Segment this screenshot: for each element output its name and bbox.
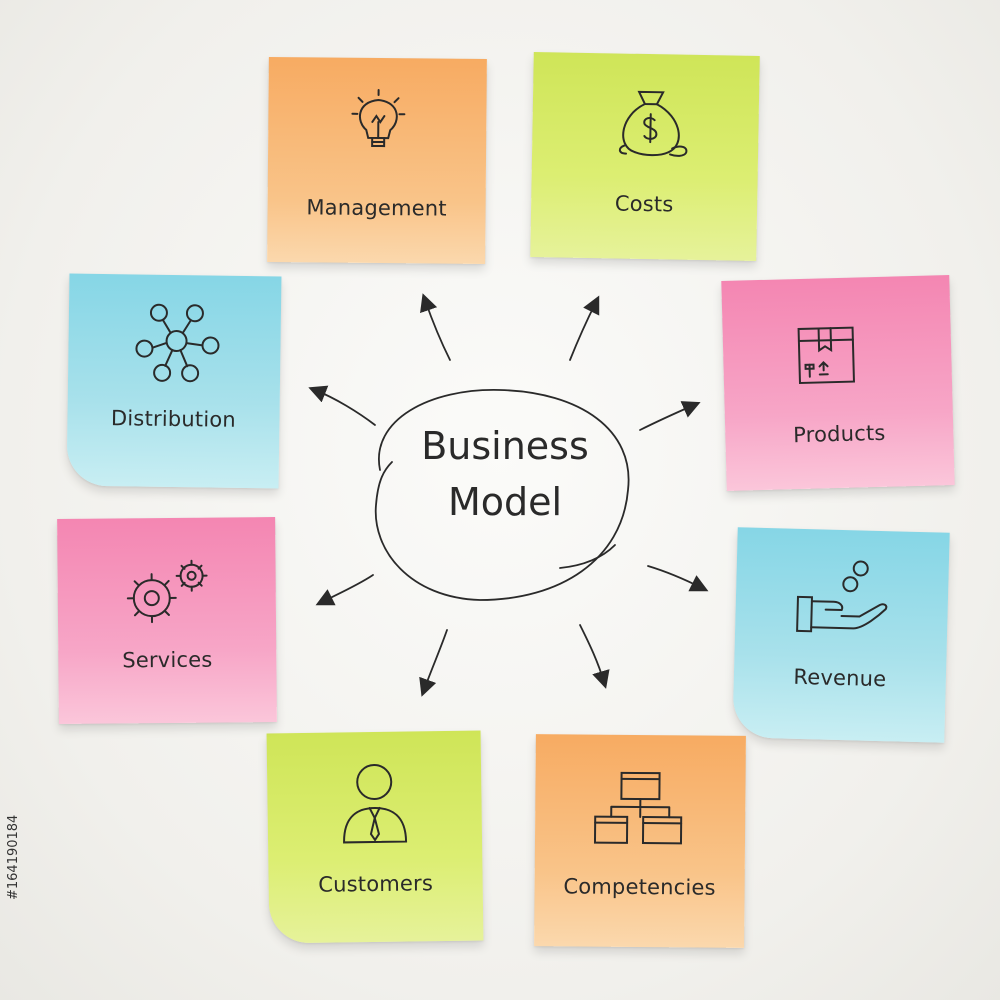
box-icon <box>797 326 855 385</box>
center-title-line2: Model <box>447 480 563 524</box>
note-label: Customers <box>318 871 434 897</box>
arrow-customers <box>419 629 448 697</box>
arrow-costs <box>569 295 600 361</box>
note-label: Revenue <box>793 664 887 692</box>
note-label: Products <box>792 420 886 448</box>
gears-icon <box>126 559 208 624</box>
note-costs: Costs <box>530 52 760 261</box>
center-title-line1: Business <box>421 424 589 468</box>
stock-id-watermark: #164190184 <box>6 814 21 900</box>
arrow-distribution <box>308 385 376 426</box>
note-services: Services <box>57 517 277 724</box>
center-title: Business Model <box>370 418 640 530</box>
note-label: Distribution <box>110 406 237 432</box>
note-revenue: Revenue <box>732 527 950 743</box>
note-competencies: Competencies <box>534 734 746 948</box>
note-label: Competencies <box>563 874 716 900</box>
note-customers: Customers <box>266 730 484 944</box>
hierarchy-icon <box>593 771 683 845</box>
center-circle <box>374 389 630 601</box>
arrow-revenue <box>647 565 709 592</box>
note-label: Costs <box>614 191 674 217</box>
network-icon <box>135 303 220 383</box>
note-management: Management <box>267 57 487 264</box>
lightbulb-icon <box>351 89 406 148</box>
arrow-management <box>420 293 451 361</box>
person-icon <box>343 764 408 844</box>
arrow-competencies <box>579 624 610 689</box>
note-label: Management <box>306 195 447 221</box>
note-distribution: Distribution <box>66 273 282 489</box>
money-bag-icon <box>618 90 688 157</box>
hand-coins-icon <box>796 560 888 633</box>
note-label: Services <box>122 647 213 673</box>
arrow-services <box>315 574 374 606</box>
note-products: Products <box>721 275 955 491</box>
arrow-products <box>639 401 701 431</box>
